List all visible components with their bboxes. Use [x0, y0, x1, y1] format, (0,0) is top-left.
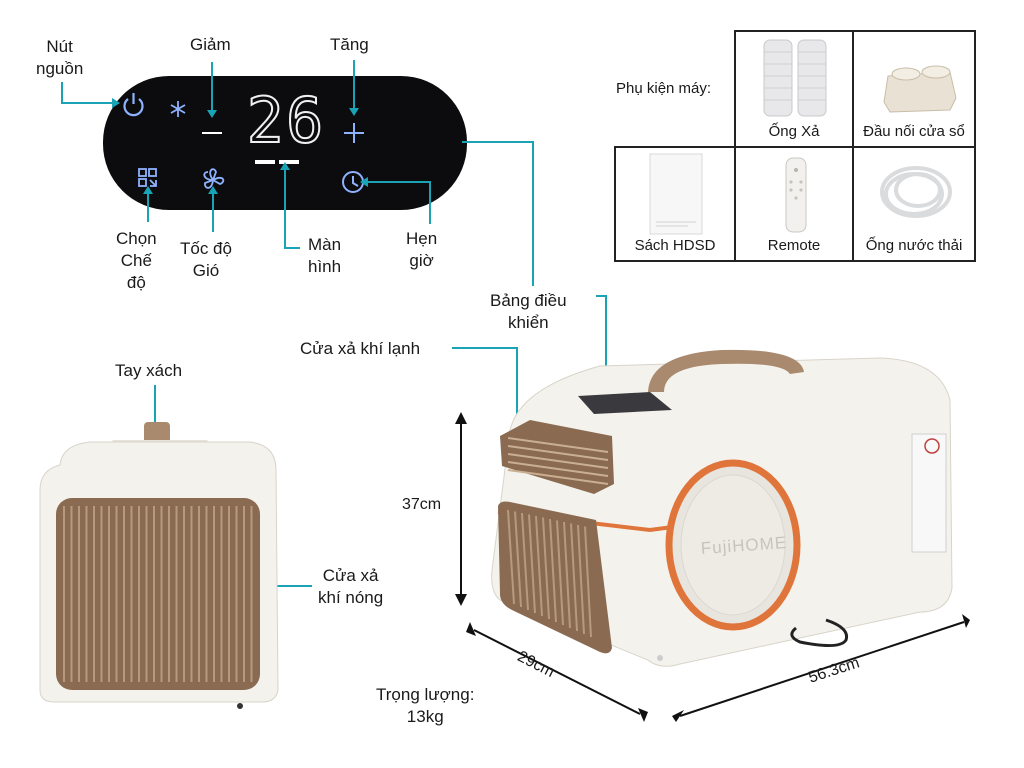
temperature-display: 26	[246, 84, 326, 157]
accessory-label: Ống Xả	[768, 123, 820, 140]
depth-dimension-line	[473, 629, 641, 715]
manual-image	[649, 153, 703, 235]
accessory-drain-hose: Ống nước thải	[852, 146, 976, 262]
grille-slat	[542, 517, 550, 620]
accessories-heading: Phụ kiện máy:	[616, 80, 712, 97]
grille-slat	[584, 526, 592, 638]
label-mode-line1: Chọn	[116, 229, 157, 248]
width-dimension-line	[679, 621, 965, 717]
label-fan-line1: Tốc độ	[180, 239, 232, 258]
drain-hose-image	[880, 166, 952, 218]
accessory-label: Remote	[767, 237, 821, 254]
window-connector-image	[883, 65, 957, 113]
label-timer-line1: Hẹn	[406, 229, 438, 248]
accessory-manual: Sách HDSD	[614, 146, 736, 262]
label-hot-outlet-line1: Cửa xả	[322, 566, 379, 585]
label-power-line2: nguồn	[36, 59, 84, 78]
grille-slat	[521, 512, 529, 611]
weight-label-line1: Trọng lượng:	[376, 685, 475, 704]
plus-icon	[344, 123, 364, 143]
spec-sticker	[911, 433, 947, 553]
top-control-window	[578, 392, 672, 414]
height-label: 37cm	[402, 496, 442, 513]
grille-slat	[556, 520, 564, 626]
grille-slat	[507, 469, 609, 485]
label-screen-line1: Màn	[308, 235, 342, 254]
power-icon	[123, 93, 144, 117]
label-increase: Tăng	[330, 35, 369, 54]
callout-power	[61, 82, 112, 104]
label-mode: Chọn Chế độ	[116, 228, 157, 294]
label-mode-line3: độ	[126, 273, 146, 292]
grille-slat	[549, 518, 557, 623]
main-carry-handle	[648, 349, 804, 392]
grille-slat	[507, 445, 609, 461]
fan-icon	[203, 168, 225, 189]
label-timer-line2: giờ	[409, 251, 434, 270]
accessory-label: Sách HDSD	[634, 237, 716, 254]
label-decrease: Giảm	[190, 35, 231, 54]
label-timer: Hẹn giờ	[406, 228, 437, 272]
grille-slat	[528, 514, 536, 614]
grille-slat	[507, 437, 609, 453]
callout-screen	[284, 170, 300, 249]
grille-slat	[507, 453, 609, 469]
grille-slat	[563, 521, 571, 629]
callout-timer	[368, 181, 431, 224]
remote-image	[785, 157, 807, 233]
label-hot-outlet-line2: khí nóng	[318, 588, 384, 607]
label-cold-outlet: Cửa xả khí lạnh	[300, 339, 421, 358]
accessory-window-connector: Đầu nối cửa sổ	[852, 30, 976, 148]
cold-air-louver	[500, 420, 614, 494]
grille-slat	[507, 461, 609, 477]
mode-grid-icon	[138, 168, 157, 187]
label-hot-outlet: Cửa xả khí nóng	[318, 565, 383, 609]
label-control-panel: Bảng điều khiển	[490, 290, 567, 334]
grille-slat	[535, 515, 543, 617]
label-control-panel-line1: Bảng điều	[490, 291, 567, 310]
display-indicator	[279, 160, 299, 164]
grille-slat	[514, 511, 522, 608]
label-screen-line2: hình	[308, 257, 342, 276]
label-mode-line2: Chế	[120, 251, 152, 270]
weight-label: Trọng lượng: 13kg	[376, 684, 474, 728]
accessories-grid: Ống Xả Đầu nối cửa sổ Sách HDSD Remote	[614, 30, 976, 262]
accessory-label: Đầu nối cửa sổ	[863, 123, 965, 140]
grille-slat	[507, 509, 515, 605]
callout-panel-link	[462, 141, 534, 286]
label-handle: Tay xách	[115, 361, 183, 380]
display-indicator	[255, 160, 275, 164]
accessory-remote: Remote	[734, 146, 854, 262]
label-fan-speed: Tốc độ Gió	[180, 238, 232, 282]
grille-slat	[570, 523, 578, 632]
label-fan-line2: Gió	[192, 261, 220, 280]
accessory-label: Ống nước thải	[865, 237, 963, 254]
label-screen: Màn hình	[308, 234, 341, 278]
hot-air-grille	[56, 498, 260, 690]
callout-control-panel	[596, 295, 607, 378]
callout-cold-outlet	[452, 347, 518, 430]
weight-label-line2: 13kg	[406, 707, 444, 726]
grille-slat	[577, 524, 585, 635]
label-power: Nút nguồn	[36, 36, 83, 80]
label-power-line1: Nút	[46, 37, 73, 56]
label-control-panel-line2: khiển	[507, 313, 549, 332]
exhaust-hose-image	[763, 39, 827, 117]
snowflake-icon	[170, 101, 186, 117]
